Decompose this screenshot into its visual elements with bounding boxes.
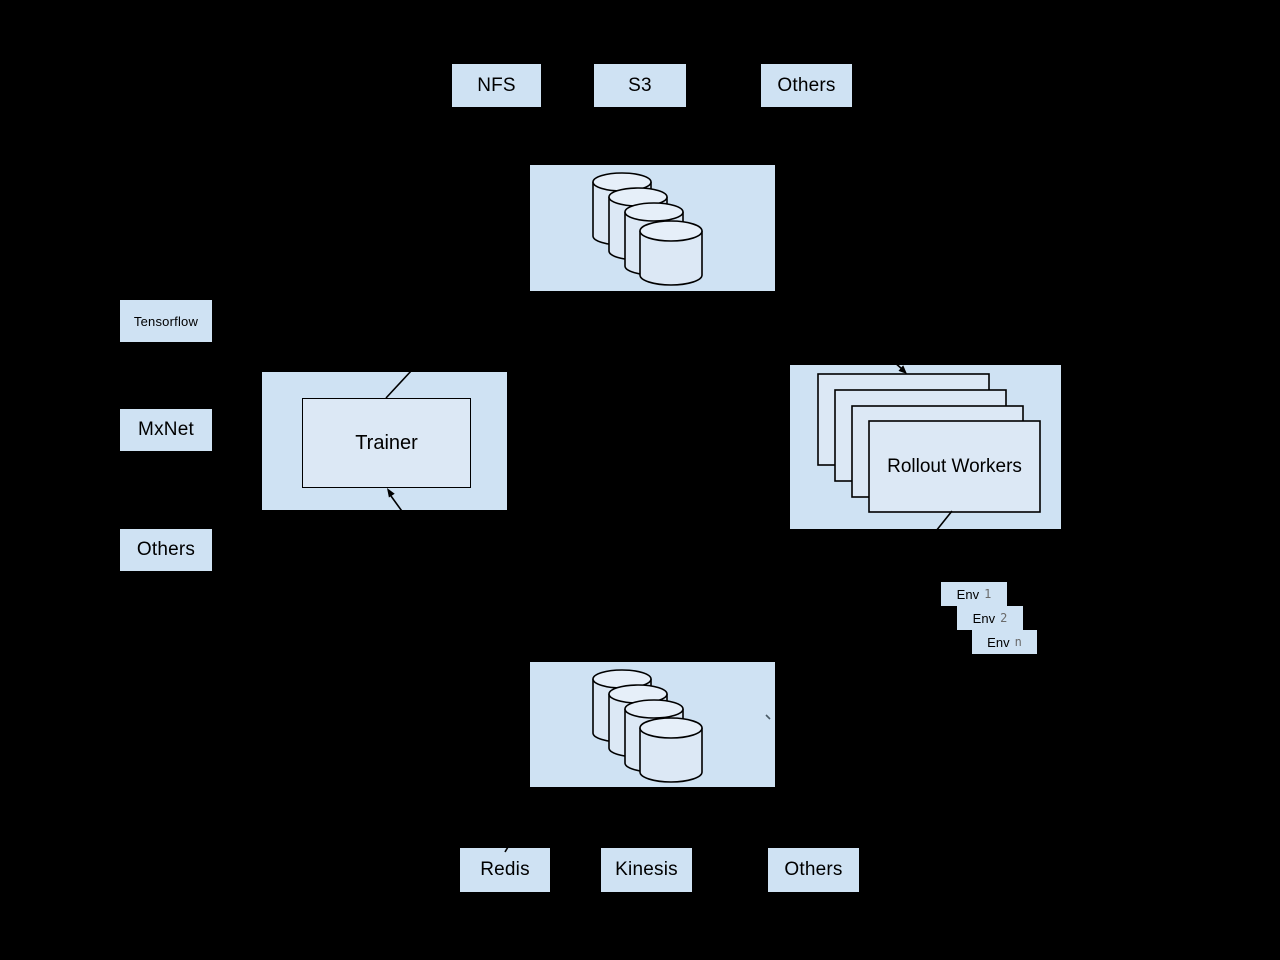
rollout-workers-label: Rollout Workers	[887, 455, 1022, 477]
tensorflow-box: Tensorflow	[120, 300, 212, 342]
database-cylinders-icon	[592, 669, 703, 783]
policy-storage-panel	[530, 165, 775, 291]
mxnet-box: MxNet	[120, 409, 212, 451]
stacked-worker-cards-icon	[817, 373, 1041, 513]
trainer-panel: Trainer	[262, 372, 507, 510]
redis-box: Redis	[460, 848, 550, 892]
env-n-index: n	[1014, 635, 1022, 649]
env-1-label: Env	[956, 586, 980, 602]
others-storage-box: Others	[761, 64, 852, 107]
kinesis-box: Kinesis	[601, 848, 692, 892]
trainer-box: Trainer	[302, 398, 471, 488]
env-2-index: 2	[1000, 611, 1008, 625]
nfs-box: NFS	[452, 64, 541, 107]
s3-box: S3	[594, 64, 686, 107]
others-framework-box: Others	[120, 529, 212, 571]
env-2-box: Env 2	[957, 606, 1023, 630]
env-n-label: Env	[987, 634, 1010, 650]
memory-backend-panel	[530, 662, 775, 787]
env-1-index: 1	[984, 587, 992, 601]
env-2-label: Env	[972, 610, 996, 626]
others-backend-box: Others	[768, 848, 859, 892]
database-cylinders-icon	[592, 172, 703, 286]
env-1-box: Env 1	[941, 582, 1007, 606]
rollout-workers-panel: Rollout Workers	[790, 365, 1061, 529]
